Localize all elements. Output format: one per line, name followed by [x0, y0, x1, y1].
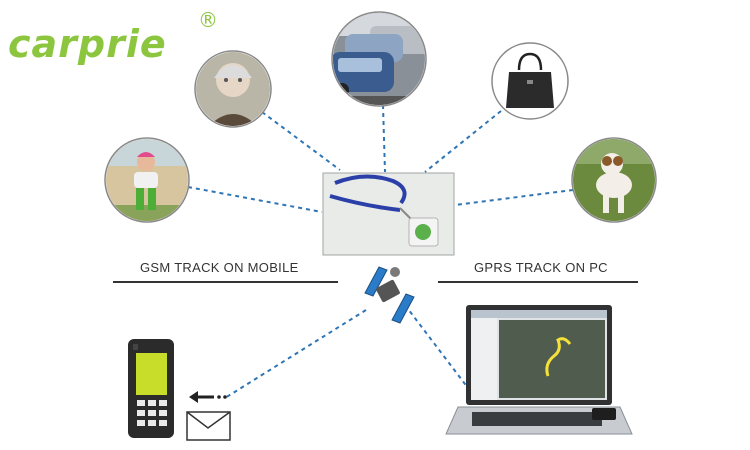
gsm-caption: GSM TRACK ON MOBILE: [140, 260, 299, 275]
handbag-photo: [491, 42, 569, 120]
gps-tracker-device: [322, 172, 455, 256]
mobile-phone: [128, 339, 174, 438]
gsm-underline: [113, 281, 338, 283]
connection-lines: [187, 104, 574, 399]
registered-mark: ®: [198, 8, 218, 32]
brand-logo: carprie ®: [2, 8, 227, 68]
brand-name: carprie: [8, 22, 167, 66]
envelope-icon: [186, 411, 231, 441]
laptop-map: [445, 305, 633, 435]
gprs-caption: GPRS TRACK ON PC: [474, 260, 608, 275]
link-satellite-laptop: [404, 304, 469, 389]
satellite-icon: [364, 266, 415, 324]
elderly-woman-photo: [194, 50, 272, 128]
link-dog: [454, 189, 574, 206]
link-handbag: [424, 110, 502, 173]
arrow-left-icon: [189, 391, 227, 403]
dog-photo: [571, 137, 657, 223]
link-child: [187, 186, 323, 213]
cars-photo: [331, 11, 427, 107]
gprs-underline: [438, 281, 638, 283]
link-cars: [382, 104, 386, 173]
link-satellite-phone: [224, 309, 367, 399]
child-photo: [104, 137, 190, 223]
link-elderly: [261, 111, 341, 171]
